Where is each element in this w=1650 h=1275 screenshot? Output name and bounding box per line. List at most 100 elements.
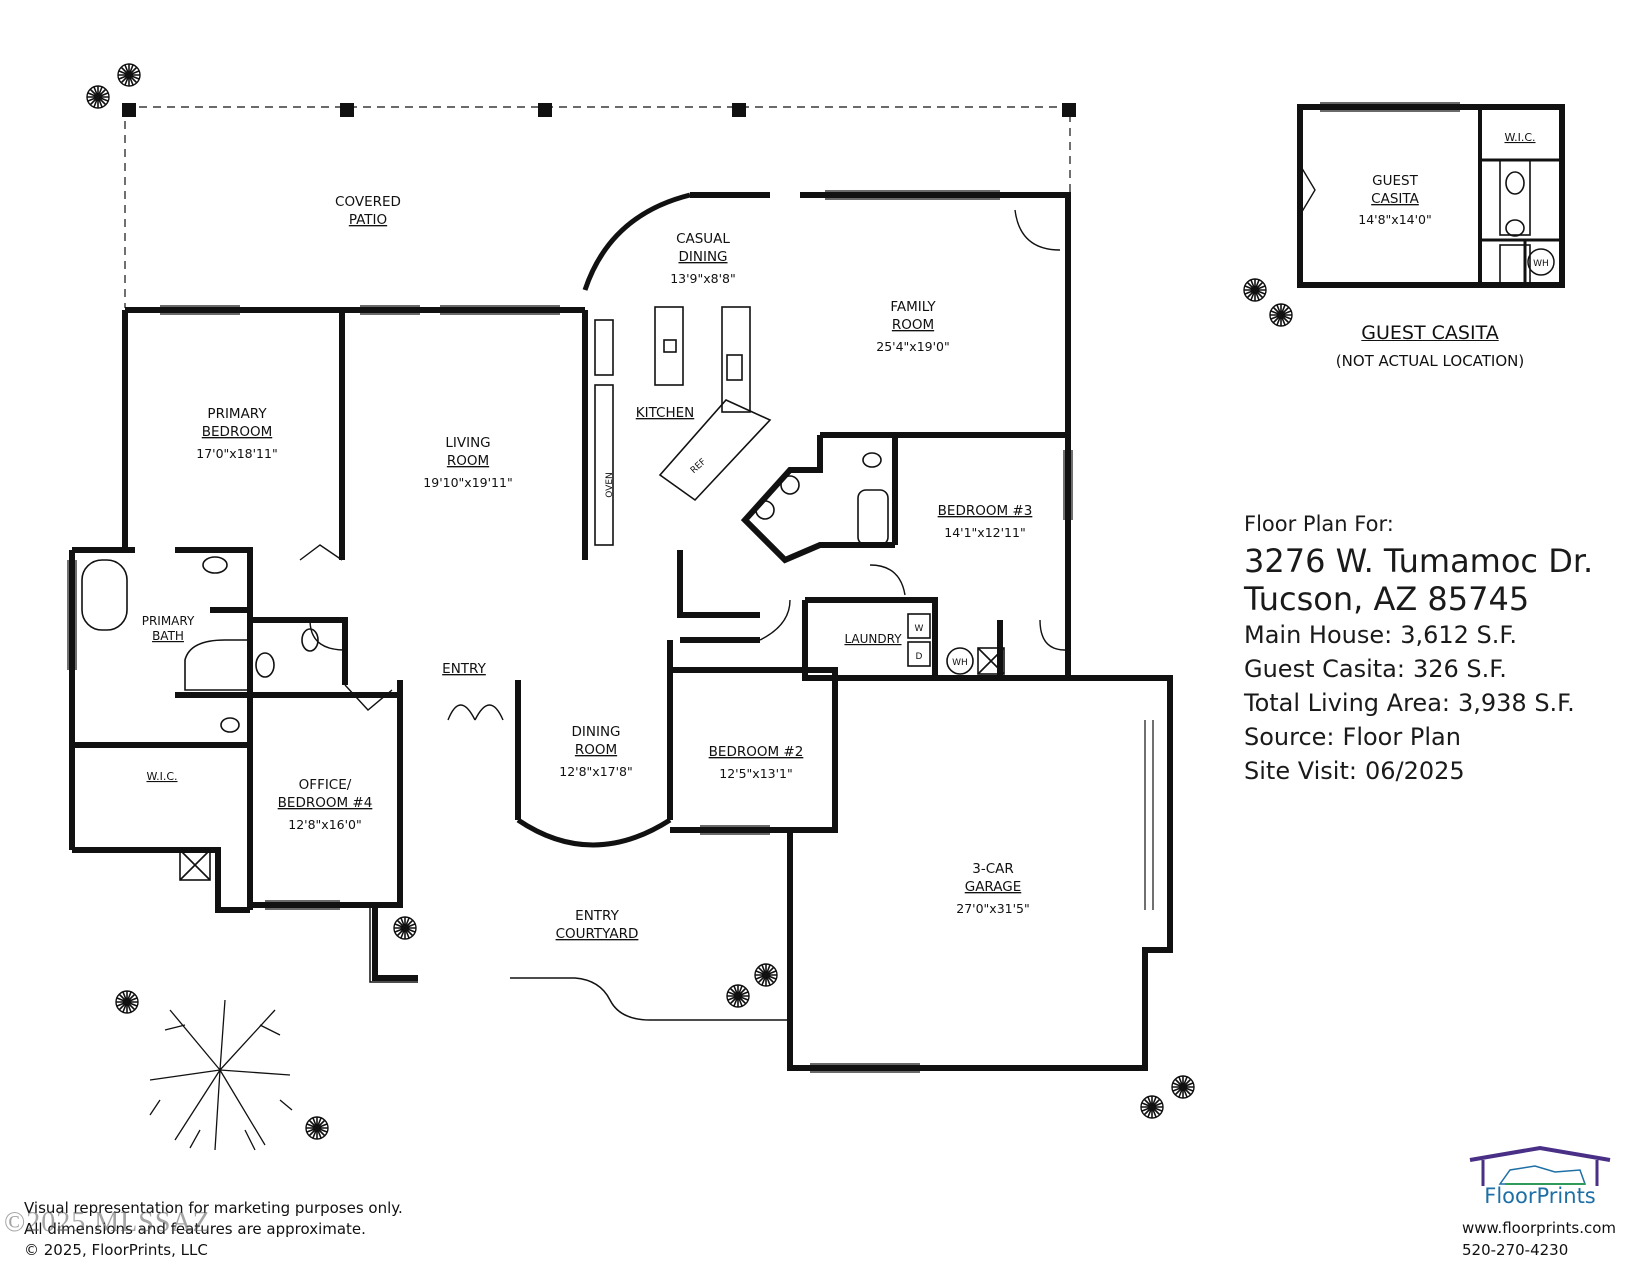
disclaimer-line-1: Visual representation for marketing purp…: [24, 1199, 403, 1217]
casita-water-heater: [1527, 248, 1555, 276]
source-value: Floor Plan: [1342, 723, 1461, 751]
covered-patio-outline: [122, 103, 1076, 308]
svg-text:ROOM: ROOM: [575, 742, 617, 758]
info-lead: Floor Plan For:: [1244, 512, 1394, 536]
source-label: Source:: [1244, 723, 1335, 751]
svg-text:BATH: BATH: [152, 629, 184, 643]
svg-text:14'1"x12'11": 14'1"x12'11": [944, 525, 1025, 540]
disclaimer-line-3: © 2025, FloorPrints, LLC: [24, 1241, 208, 1259]
casita-note: (NOT ACTUAL LOCATION): [1335, 352, 1525, 370]
site-visit-label: Site Visit:: [1244, 757, 1357, 785]
guest-casita-value: 326 S.F.: [1412, 655, 1507, 683]
kitchen-counters: [594, 306, 772, 546]
watermark: ©2025 MLSSAZ: [4, 1207, 211, 1238]
brand-contact: www.floorprints.com 520-270-4230: [1462, 1217, 1616, 1261]
total-area-label: Total Living Area:: [1244, 689, 1450, 717]
svg-text:ENTRY: ENTRY: [442, 661, 486, 677]
total-area-row: Total Living Area:3,938 S.F.: [1244, 686, 1593, 720]
water-heater-label: WH: [952, 658, 968, 668]
refrigerator-label: REF: [689, 457, 708, 476]
svg-text:13'9"x8'8": 13'9"x8'8": [670, 271, 736, 286]
disclaimer: Visual representation for marketing purp…: [24, 1198, 403, 1261]
landscaping-plants: [86, 63, 1293, 1140]
casita-windows: [1320, 102, 1460, 112]
source-row: Source:Floor Plan: [1244, 720, 1593, 754]
house-logo-icon: [1469, 1145, 1611, 1186]
washer-label: W: [915, 624, 924, 634]
casita-title: GUEST CASITA: [1361, 322, 1499, 344]
room-label-garage: 3-CAR GARAGE 27'0"x31'5": [956, 861, 1030, 916]
svg-text:PRIMARY: PRIMARY: [142, 614, 195, 628]
svg-text:FAMILY: FAMILY: [890, 299, 936, 315]
svg-text:OFFICE/: OFFICE/: [299, 777, 352, 793]
svg-text:BEDROOM #4: BEDROOM #4: [278, 795, 373, 811]
room-label-living-room: LIVING ROOM 19'10"x19'11": [423, 435, 512, 490]
svg-text:DINING: DINING: [571, 724, 620, 740]
svg-text:25'4"x19'0": 25'4"x19'0": [876, 339, 950, 354]
svg-text:CASUAL: CASUAL: [676, 231, 730, 247]
svg-text:14'8"x14'0": 14'8"x14'0": [1358, 212, 1432, 227]
logo-roof: [1469, 1145, 1611, 1162]
property-info: Floor Plan For: 3276 W. Tumamoc Dr. Tucs…: [1244, 512, 1593, 788]
svg-text:COVERED: COVERED: [335, 194, 401, 210]
svg-text:PATIO: PATIO: [349, 212, 387, 228]
svg-text:3-CAR: 3-CAR: [972, 861, 1014, 877]
room-label-kitchen: KITCHEN: [636, 405, 695, 421]
svg-text:GUEST: GUEST: [1372, 173, 1418, 189]
room-label-entry-courtyard: ENTRY COURTYARD: [556, 908, 639, 942]
bath-fixtures: [81, 159, 1531, 881]
svg-text:DINING: DINING: [678, 249, 727, 265]
brand-website: www.floorprints.com: [1462, 1219, 1617, 1237]
main-house-value: 3,612 S.F.: [1400, 621, 1517, 649]
svg-text:W.I.C.: W.I.C.: [146, 770, 177, 783]
room-label-casita-wic: W.I.C.: [1504, 131, 1535, 144]
room-label-laundry: LAUNDRY: [844, 632, 902, 646]
room-label-guest-casita: GUEST CASITA 14'8"x14'0": [1358, 173, 1432, 227]
room-label-dining-room: DINING ROOM 12'8"x17'8": [559, 724, 633, 779]
room-label-family-room: FAMILY ROOM 25'4"x19'0": [876, 299, 950, 354]
tree: [149, 999, 293, 1151]
room-label-office: OFFICE/ BEDROOM #4 12'8"x16'0": [278, 777, 373, 832]
casita-water-heater-label: WH: [1533, 259, 1549, 269]
door-swings: [299, 209, 1066, 721]
room-label-covered-patio: COVERED PATIO: [335, 194, 401, 228]
svg-text:BEDROOM: BEDROOM: [202, 424, 272, 440]
dryer-label: D: [916, 652, 923, 662]
windows: [67, 190, 1154, 1073]
svg-text:27'0"x31'5": 27'0"x31'5": [956, 901, 1030, 916]
guest-casita-walls: [1297, 104, 1565, 288]
brand-phone: 520-270-4230: [1462, 1241, 1569, 1259]
svg-text:ROOM: ROOM: [447, 453, 489, 469]
svg-text:12'8"x16'0": 12'8"x16'0": [288, 817, 362, 832]
svg-text:LAUNDRY: LAUNDRY: [844, 632, 902, 646]
svg-text:BEDROOM #2: BEDROOM #2: [709, 744, 804, 760]
site-visit-row: Site Visit:06/2025: [1244, 754, 1593, 788]
svg-text:LIVING: LIVING: [445, 435, 490, 451]
room-label-entry: ENTRY: [442, 661, 486, 677]
svg-text:CASITA: CASITA: [1371, 191, 1419, 207]
room-label-casual-dining: CASUAL DINING 13'9"x8'8": [670, 231, 736, 286]
svg-text:19'10"x19'11": 19'10"x19'11": [423, 475, 512, 490]
brand-wordmark: FloorPrints: [1484, 1184, 1596, 1208]
svg-text:GARAGE: GARAGE: [965, 879, 1022, 895]
room-label-primary-bath: PRIMARY BATH: [142, 614, 195, 643]
svg-text:BEDROOM #3: BEDROOM #3: [938, 503, 1033, 519]
room-label-wic: W.I.C.: [146, 770, 177, 783]
guest-casita-label: Guest Casita:: [1244, 655, 1405, 683]
room-label-bedroom-2: BEDROOM #2 12'5"x13'1": [709, 744, 804, 781]
disclaimer-line-2: All dimensions and features are approxim…: [24, 1220, 366, 1238]
oven-label: OVEN: [605, 472, 615, 498]
svg-text:17'0"x18'11": 17'0"x18'11": [196, 446, 277, 461]
svg-text:PRIMARY: PRIMARY: [207, 406, 267, 422]
casita-door: [1299, 164, 1316, 216]
site-visit-value: 06/2025: [1364, 757, 1465, 785]
svg-text:W.I.C.: W.I.C.: [1504, 131, 1535, 144]
svg-text:COURTYARD: COURTYARD: [556, 926, 639, 942]
address-line-2: Tucson, AZ 85745: [1244, 580, 1530, 618]
brand-logo: FloorPrints: [1455, 1140, 1625, 1208]
svg-text:ENTRY: ENTRY: [575, 908, 619, 924]
svg-text:KITCHEN: KITCHEN: [636, 405, 695, 421]
svg-text:12'5"x13'1": 12'5"x13'1": [719, 766, 793, 781]
room-label-bedroom-3: BEDROOM #3 14'1"x12'11": [938, 503, 1033, 540]
